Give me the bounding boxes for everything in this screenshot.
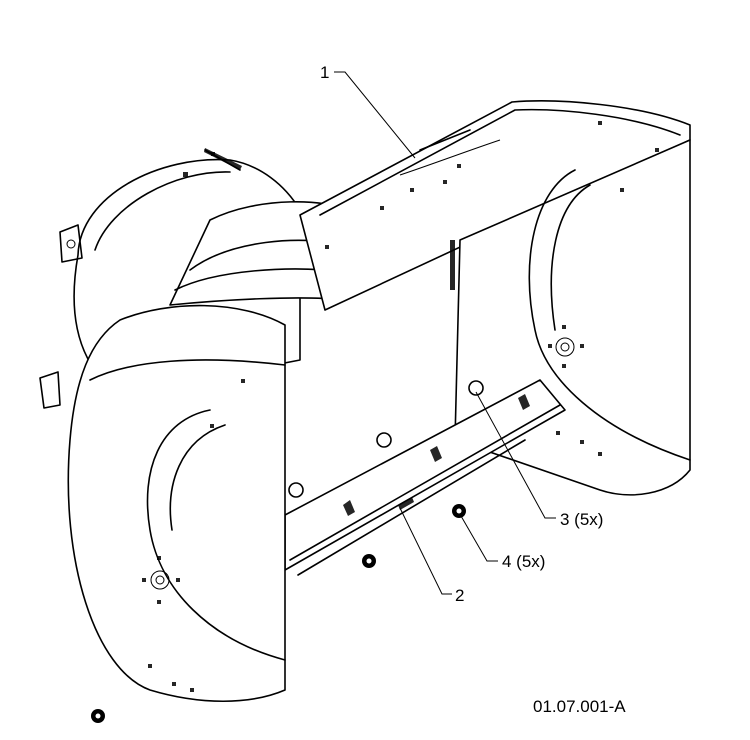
top-cross-beam [299,100,691,311]
auger-cylinder [169,201,346,306]
carriage-bolts [288,380,484,498]
callout-2: 2 [455,586,464,605]
callout-1: 1 [320,63,329,82]
left-side-plate [67,304,286,703]
callout-3: 3 (5x) [560,510,603,529]
leader-lines [334,71,556,595]
callout-4: 4 (5x) [502,552,545,571]
figure-code: 01.07.001-A [533,697,626,716]
hex-nuts [91,504,466,723]
